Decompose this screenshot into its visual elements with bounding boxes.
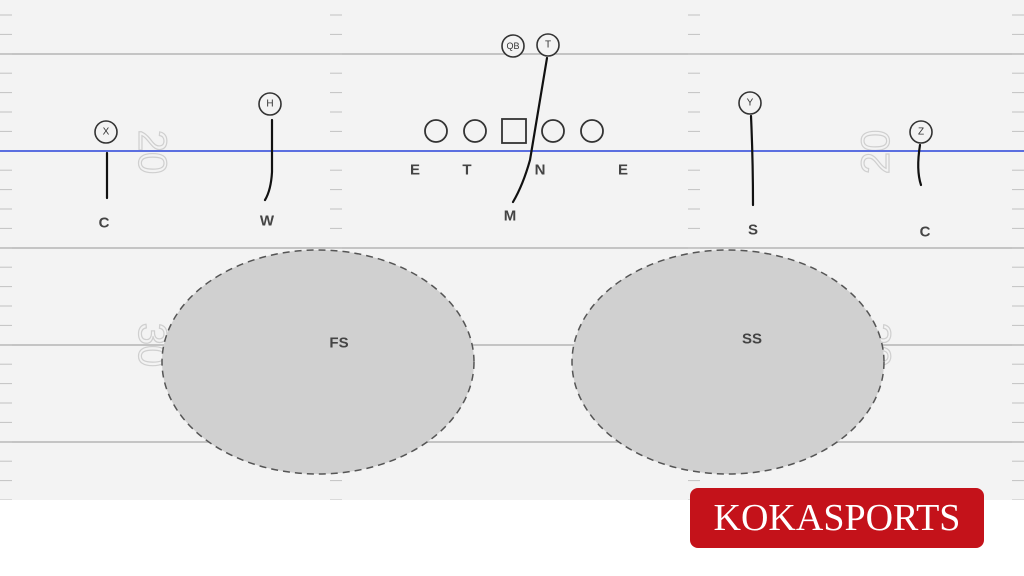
player-qb-label: QB: [506, 41, 519, 51]
defender-sam: S: [748, 222, 758, 239]
lineman-right-guard: [541, 119, 565, 143]
player-h-label: H: [266, 99, 273, 110]
lineman-left-guard: [463, 119, 487, 143]
player-y: Y: [738, 91, 762, 115]
player-z-circle: [909, 120, 933, 144]
hash-marks: [0, 14, 1024, 501]
ss-deep-zone: [571, 249, 885, 475]
player-y-label: Y: [747, 98, 754, 109]
player-x-label: X: [103, 127, 110, 138]
kokasports-logo-badge: KOKASPORTS: [690, 488, 984, 548]
player-t-label: T: [545, 40, 551, 51]
route-mike: [511, 56, 549, 204]
lineman-left-tackle: [424, 119, 448, 143]
player-z-label: Z: [918, 127, 924, 138]
defender-end-right: E: [618, 162, 628, 179]
brand-name: KOKASPORTS: [713, 497, 961, 539]
defender-left-corner: C: [99, 215, 110, 232]
player-x: X: [94, 120, 118, 144]
player-h-circle: [258, 92, 282, 116]
lineman-right-tackle: [580, 119, 604, 143]
defender-right-corner: C: [920, 224, 931, 241]
offensive-line: [424, 118, 604, 144]
player-t: T: [536, 33, 560, 57]
zone-label-ss: SS: [742, 331, 762, 348]
player-z: Z: [909, 120, 933, 144]
player-t-circle: [536, 33, 560, 57]
defender-tackle: T: [462, 162, 471, 179]
defender-nose: N: [535, 162, 546, 179]
defender-will: W: [260, 213, 275, 230]
player-x-circle: [94, 120, 118, 144]
zone-label-fs: FS: [329, 335, 348, 352]
route-right-corner: [917, 143, 923, 187]
defender-end-left: E: [410, 162, 420, 179]
player-qb: QB: [501, 34, 525, 58]
center-square: [501, 118, 527, 144]
route-sam: [749, 114, 755, 207]
defender-mike: M: [504, 208, 517, 225]
defender-routes: [105, 56, 923, 207]
fs-deep-zone: [161, 249, 475, 475]
player-h: H: [258, 92, 282, 116]
player-qb-circle: [501, 34, 525, 58]
route-will: [263, 118, 274, 202]
player-y-circle: [738, 91, 762, 115]
